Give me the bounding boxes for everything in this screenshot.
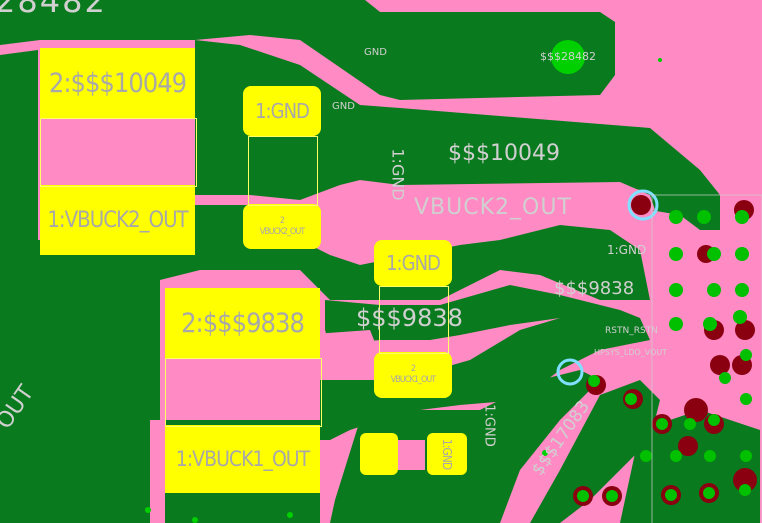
- pad-2-vbuck1[interactable]: 2 VBUCK1_OUT: [374, 352, 452, 398]
- pad-2-vbuck2[interactable]: 2 VBUCK2_OUT: [243, 204, 321, 249]
- pad-net: VBUCK2_OUT: [259, 226, 305, 237]
- pad-9838[interactable]: 2:$$$9838: [165, 288, 320, 358]
- pad-gnd-mid[interactable]: 1:GND: [374, 240, 452, 286]
- pad-gnd-top[interactable]: 1:GND: [243, 86, 321, 136]
- rstn-label: RSTN_RSTN: [605, 326, 658, 336]
- pad-vbuck1-out[interactable]: 1:VBUCK1_OUT: [165, 425, 320, 493]
- net-9838-label: $$$9838: [356, 304, 463, 332]
- top-right-net-label: $$$28482: [540, 50, 596, 63]
- pad-number: 2: [279, 215, 285, 226]
- gnd-low-vertical-label: 1:GND: [481, 404, 497, 447]
- net-10049-label: $$$10049: [448, 141, 560, 166]
- vbuck2-label: VBUCK2_OUT: [414, 195, 572, 220]
- component-courtyard: [651, 194, 762, 523]
- copper-traces: [40, 112, 655, 470]
- hpsys-label: HPSYS_LDO_VOUT: [594, 348, 668, 357]
- gnd-vertical-label: 1:GND: [388, 148, 408, 201]
- bga-via-array: [145, 40, 757, 523]
- pad-small-gnd[interactable]: 1:GND: [427, 433, 467, 475]
- pad-small-left[interactable]: [360, 433, 398, 475]
- net-9838-right-label: $$$9838: [554, 278, 635, 299]
- pad-vbuck2-out[interactable]: 1:VBUCK2_OUT: [40, 185, 195, 255]
- gnd-right-label: 1:GND: [607, 243, 647, 257]
- gnd-label-mid: GND: [332, 101, 355, 112]
- cyan-pad-outlines: [556, 189, 659, 386]
- top-net-label: 28482: [0, 0, 107, 20]
- pad-label: 1:GND: [439, 438, 454, 470]
- pad-net: VBUCK1_OUT: [390, 375, 436, 385]
- gnd-label-top: GND: [364, 47, 387, 58]
- pad-number: 2: [410, 364, 416, 374]
- pad-10049[interactable]: 2:$$$10049: [40, 48, 195, 118]
